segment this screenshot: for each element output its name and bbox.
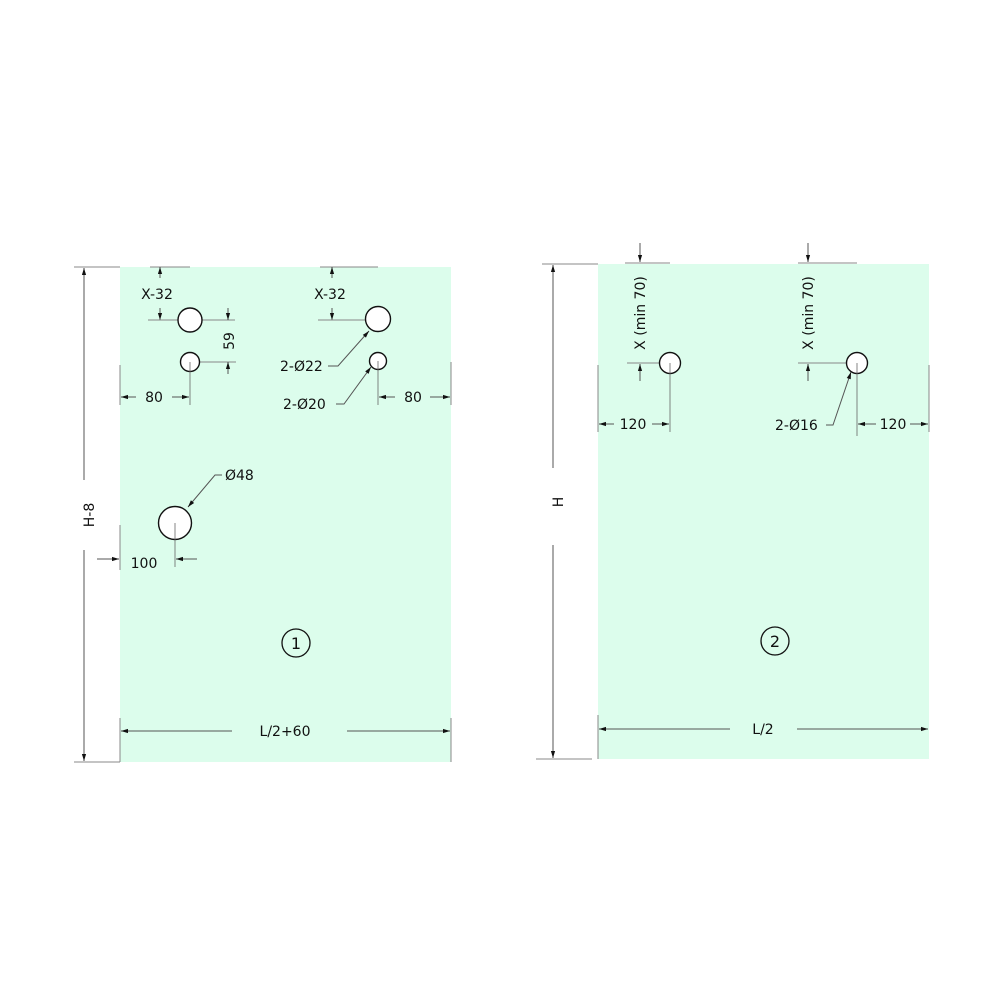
panel-2-width-label: L/2 [752,722,773,738]
panel-1-right-edge-offset: 80 [404,390,422,406]
panel-2-height-label: H [551,497,567,508]
panel-1-badge [281,628,311,658]
panel-1-left-edge-offset: 80 [145,390,163,406]
panel-2-left-top-offset: X (min 70) [633,276,649,350]
panel-2-left-edge-offset: 120 [620,417,647,433]
panel-1-big-hole-label: Ø48 [225,468,254,484]
panel-1-big-hole-offset: 100 [131,556,158,572]
panel-2-glass [598,264,929,759]
panel-1-height-label: H-8 [82,503,98,528]
panel-1-vertical-spacing: 59 [222,332,238,350]
panel-2-right-edge-offset: 120 [880,417,907,433]
panel-2: H X (min 70) 120 X (min 70) 2-Ø16 120 [536,243,930,760]
panel-1-id: 1 [291,634,301,653]
panel-2-badge [760,626,790,656]
panel-1-hole-20-label: 2-Ø20 [283,397,326,413]
panel-2-id: 2 [770,632,780,651]
panel-2-right-top-offset: X (min 70) [801,276,817,350]
panel-1-right-top-offset: X-32 [314,287,346,303]
panel-2-hole-16-label: 2-Ø16 [775,418,818,434]
hole-22-left [177,307,203,333]
panel-1: H-8 X-32 59 80 X-32 2-Ø22 [74,266,452,763]
hole-22-right [364,305,392,333]
panel-1-left-top-offset: X-32 [141,287,173,303]
panel-1-hole-22-label: 2-Ø22 [280,359,323,375]
panel-1-width-label: L/2+60 [260,724,311,740]
